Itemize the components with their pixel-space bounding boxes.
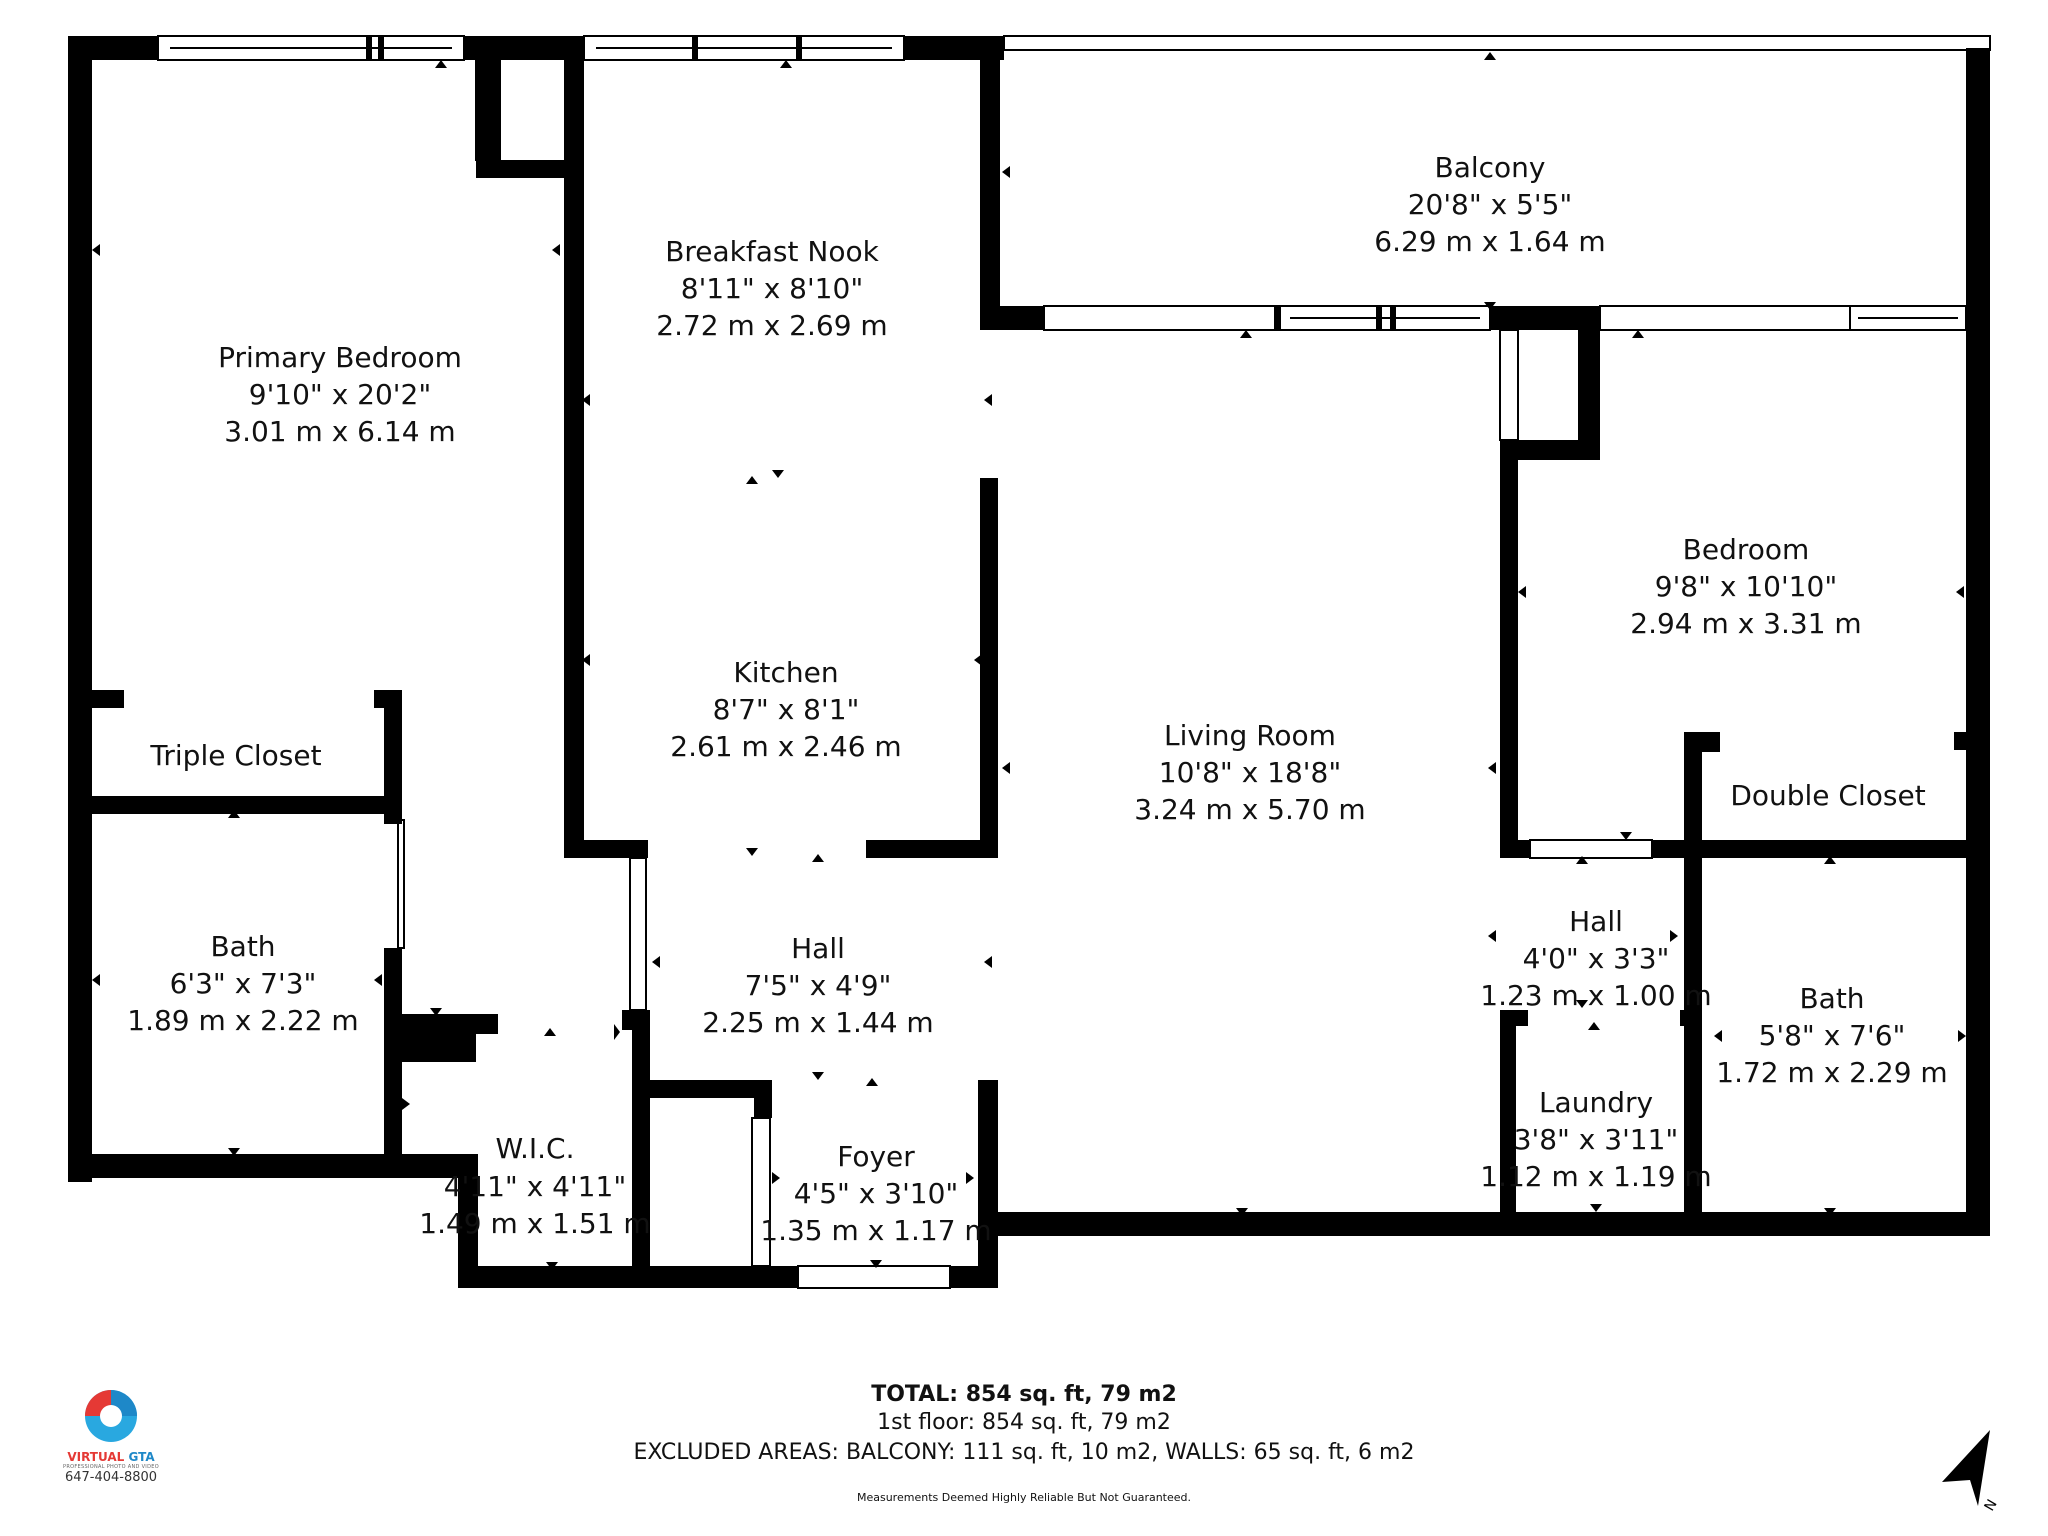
room-laundry: Laundry 3'8" x 3'11" 1.12 m x 1.19 m (1480, 1086, 1711, 1193)
aperture-icon (85, 1390, 137, 1442)
logo-brand: VIRTUAL GTA (67, 1450, 155, 1464)
room-imperial: 9'8" x 10'10" (1655, 570, 1837, 603)
walls (68, 36, 1990, 1288)
disclaimer: Measurements Deemed Highly Reliable But … (856, 1491, 1192, 1504)
room-primary-bedroom: Primary Bedroom 9'10" x 20'2" 3.01 m x 6… (218, 341, 462, 448)
room-metric: 2.61 m x 2.46 m (670, 730, 901, 763)
windows (157, 35, 1991, 1289)
room-wic: W.I.C. 4'11" x 4'11" 1.49 m x 1.51 m (419, 1132, 650, 1240)
room-metric: 1.12 m x 1.19 m (1480, 1160, 1711, 1193)
room-metric: 1.23 m x 1.00 m (1480, 979, 1711, 1012)
room-name: Living Room (1164, 719, 1336, 752)
room-triple-closet: Triple Closet (149, 739, 321, 772)
room-metric: 1.89 m x 2.22 m (127, 1004, 358, 1037)
room-foyer: Foyer 4'5" x 3'10" 1.35 m x 1.17 m (760, 1140, 991, 1247)
room-name: Triple Closet (149, 739, 321, 772)
excluded-areas: EXCLUDED AREAS: BALCONY: 111 sq. ft, 10 … (633, 1440, 1415, 1465)
room-metric: 2.72 m x 2.69 m (656, 309, 887, 342)
window-mullions (366, 36, 1396, 330)
floor-area: 1st floor: 854 sq. ft, 79 m2 (877, 1410, 1171, 1435)
logo-phone: 647-404-8800 (64, 1470, 158, 1485)
room-imperial: 4'0" x 3'3" (1523, 942, 1670, 975)
room-name: Bath (210, 930, 275, 963)
room-name: Bedroom (1683, 533, 1810, 566)
room-metric: 6.29 m x 1.64 m (1374, 225, 1605, 258)
logo-tagline: PROFESSIONAL PHOTO AND VIDEO (63, 1464, 159, 1470)
room-bath-left: Bath 6'3" x 7'3" 1.89 m x 2.22 m (127, 930, 358, 1037)
dimension-markers (92, 52, 1966, 1270)
room-name: Hall (791, 932, 845, 965)
room-name: Hall (1569, 905, 1623, 938)
room-imperial: 5'8" x 7'6" (1759, 1019, 1906, 1052)
room-double-closet: Double Closet (1730, 779, 1925, 812)
room-name: Breakfast Nook (665, 235, 879, 268)
room-imperial: 20'8" x 5'5" (1408, 188, 1573, 221)
total-area: TOTAL: 854 sq. ft, 79 m2 (871, 1382, 1177, 1407)
room-name: Laundry (1539, 1086, 1653, 1119)
room-metric: 1.49 m x 1.51 m (419, 1207, 650, 1240)
room-name: Bath (1799, 982, 1864, 1015)
room-imperial: 7'5" x 4'9" (745, 969, 892, 1002)
room-bath-right: Bath 5'8" x 7'6" 1.72 m x 2.29 m (1716, 982, 1947, 1089)
room-kitchen: Kitchen 8'7" x 8'1" 2.61 m x 2.46 m (670, 656, 901, 763)
room-balcony: Balcony 20'8" x 5'5" 6.29 m x 1.64 m (1374, 151, 1605, 258)
room-imperial: 6'3" x 7'3" (170, 967, 317, 1000)
room-living-room: Living Room 10'8" x 18'8" 3.24 m x 5.70 … (1134, 719, 1365, 826)
room-hall-right: Hall 4'0" x 3'3" 1.23 m x 1.00 m (1480, 905, 1711, 1012)
room-imperial: 3'8" x 3'11" (1514, 1123, 1679, 1156)
room-metric: 2.25 m x 1.44 m (702, 1006, 933, 1039)
room-metric: 2.94 m x 3.31 m (1630, 607, 1861, 640)
room-metric: 3.01 m x 6.14 m (224, 415, 455, 448)
room-imperial: 8'11" x 8'10" (681, 272, 863, 305)
room-name: Double Closet (1730, 779, 1925, 812)
compass-label: N (1982, 1497, 2001, 1514)
north-arrow-icon: N (1930, 1420, 2010, 1524)
room-name: Balcony (1435, 151, 1546, 184)
room-breakfast-nook: Breakfast Nook 8'11" x 8'10" 2.72 m x 2.… (656, 235, 887, 342)
room-imperial: 8'7" x 8'1" (713, 693, 860, 726)
room-metric: 3.24 m x 5.70 m (1134, 793, 1365, 826)
room-imperial: 4'11" x 4'11" (444, 1170, 626, 1203)
room-hall-center: Hall 7'5" x 4'9" 2.25 m x 1.44 m (702, 932, 933, 1039)
room-imperial: 4'5" x 3'10" (794, 1177, 959, 1210)
room-name: Foyer (837, 1140, 915, 1173)
room-imperial: 9'10" x 20'2" (249, 378, 431, 411)
room-name: Primary Bedroom (218, 341, 462, 374)
room-bedroom: Bedroom 9'8" x 10'10" 2.94 m x 3.31 m (1630, 533, 1861, 640)
room-metric: 1.35 m x 1.17 m (760, 1214, 991, 1247)
room-name: W.I.C. (496, 1132, 575, 1165)
room-metric: 1.72 m x 2.29 m (1716, 1056, 1947, 1089)
room-imperial: 10'8" x 18'8" (1159, 756, 1341, 789)
company-logo: VIRTUAL GTA PROFESSIONAL PHOTO AND VIDEO… (46, 1388, 176, 1485)
room-name: Kitchen (733, 656, 838, 689)
